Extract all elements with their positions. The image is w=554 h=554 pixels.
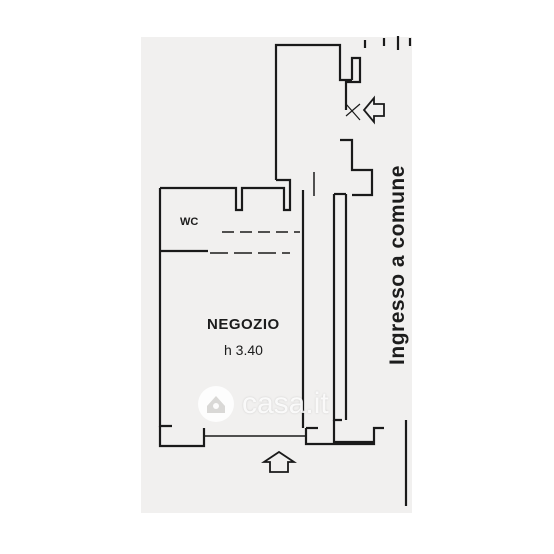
walls [158,36,412,506]
upper-jamb [344,56,362,110]
bottom-entrance-arrow-icon [261,450,297,473]
top-jamb-marks [363,36,412,50]
wc-room-label: WC [180,216,199,228]
corridor-bottom [332,420,374,444]
lower-jamb [340,138,374,197]
watermark-text: casa.it [242,387,329,420]
shared-entrance-label: Ingresso a comune [386,165,409,365]
house-pin-icon [198,386,234,422]
negozio-room-label: NEGOZIO [207,316,280,333]
shop-bottom-wall-left [158,426,206,448]
side-entrance-arrow-icon [345,95,385,125]
tower-inner-wall [276,178,292,188]
wc-fixtures [210,172,315,254]
shop-bottom-wall-right [304,426,384,446]
ceiling-height-label: h 3.40 [224,342,263,358]
casa-watermark: casa.it [196,384,329,424]
tower-left-wall [274,43,352,180]
wc-top-wall [160,186,292,212]
